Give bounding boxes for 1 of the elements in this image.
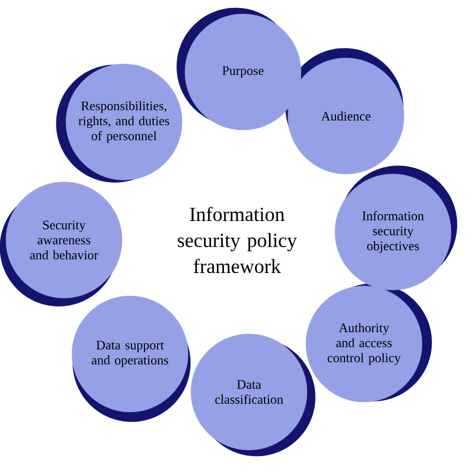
center-title: Information security policy framework (178, 206, 297, 274)
